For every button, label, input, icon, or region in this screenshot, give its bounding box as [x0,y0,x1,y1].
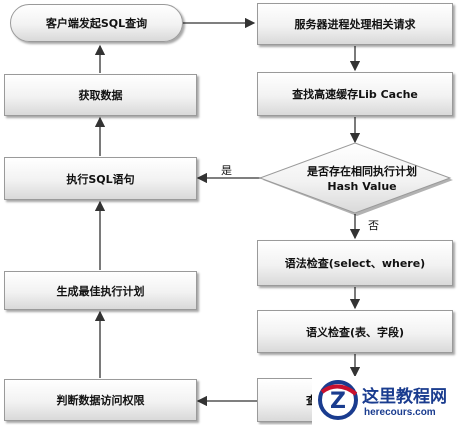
node-execute-sql: 执行SQL语句 [4,157,197,200]
node-bottom-right-label: 查 [306,392,317,408]
node-lib-cache-label: 查找高速缓存Lib Cache [292,88,418,101]
decision-line1: 是否存在相同执行计划 [307,165,417,178]
node-access-check: 判断数据访问权限 [4,379,197,421]
edge-label-yes: 是 [221,164,232,177]
node-fetch-data: 获取数据 [4,74,197,116]
decision-line2: Hash Value [327,180,397,193]
edge-label-no: 否 [368,219,379,232]
node-client-sql-label: 客户端发起SQL查询 [45,17,148,30]
node-syntax-check-label: 语法检查(select、where) [284,257,426,270]
node-lib-cache: 查找高速缓存Lib Cache [257,72,453,116]
watermark-logo-letter: Z [330,389,346,414]
node-access-check-label: 判断数据访问权限 [56,394,145,407]
node-fetch-data-label: 获取数据 [78,89,123,102]
node-client-sql: 客户端发起SQL查询 [10,4,183,42]
node-server-process-label: 服务器进程处理相关请求 [294,18,416,31]
node-best-plan-label: 生成最佳执行计划 [56,284,145,298]
node-best-plan: 生成最佳执行计划 [4,271,197,310]
watermark-title: 这里教程网 [362,387,447,407]
node-semantic-check: 语义检查(表、字段) [257,310,453,353]
node-semantic-check-label: 语义检查(表、字段) [305,325,405,339]
node-syntax-check: 语法检查(select、where) [257,240,453,286]
node-execute-sql-label: 执行SQL语句 [66,172,135,186]
watermark: Z 这里教程网 herecours.com [312,376,458,425]
watermark-logo-icon: Z [318,380,358,420]
decision-text: 是否存在相同执行计划 Hash Value [262,164,458,194]
node-server-process: 服务器进程处理相关请求 [257,3,453,45]
decision-diamond [258,142,452,214]
watermark-url: herecours.com [364,407,436,418]
